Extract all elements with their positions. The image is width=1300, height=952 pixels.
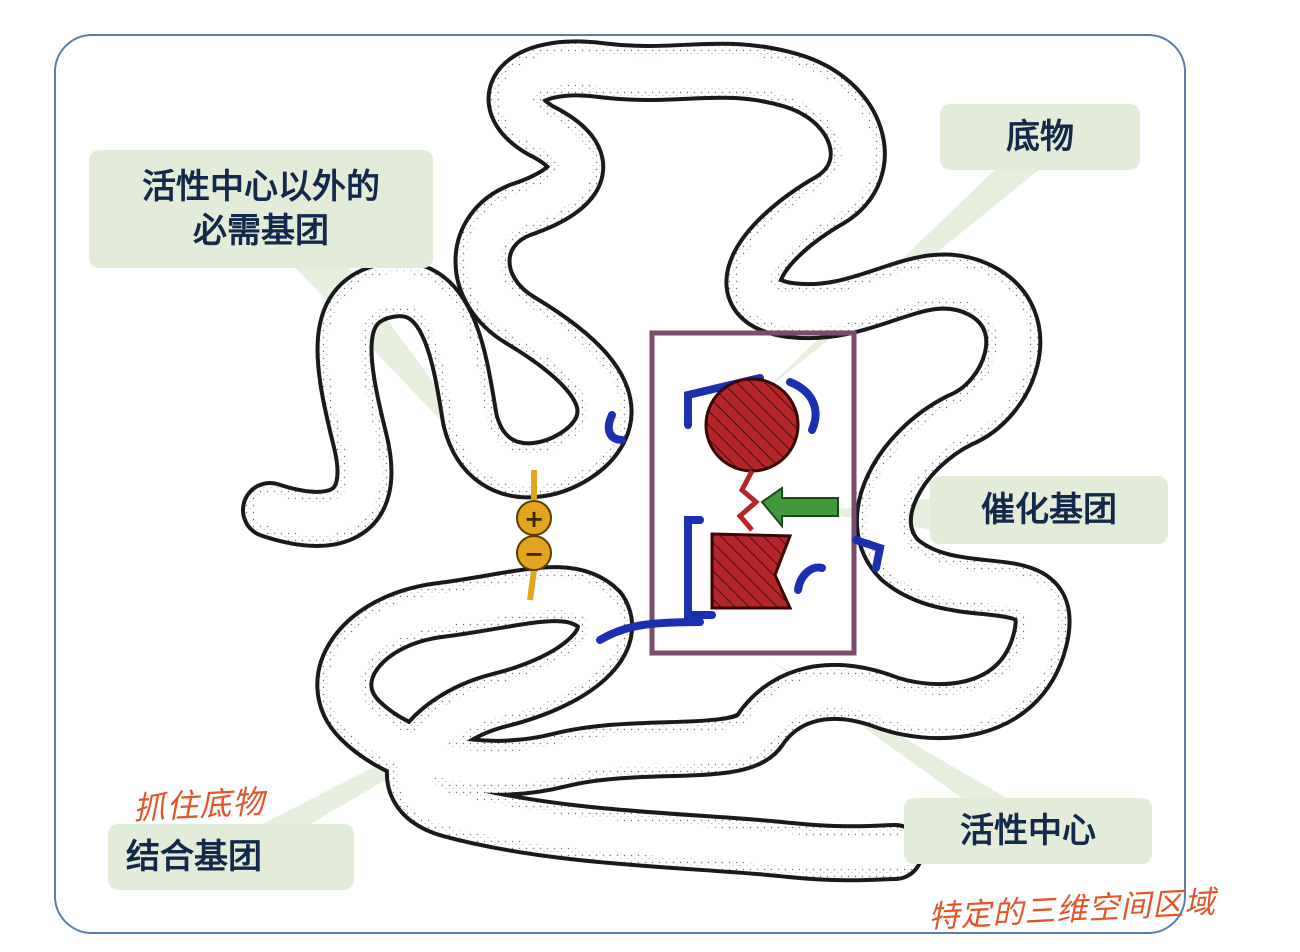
label-essential-line2: 必需基团 — [193, 211, 329, 251]
label-essential-line1: 活性中心以外的 — [142, 167, 380, 207]
substrate-circle — [704, 377, 800, 473]
negative-charge — [516, 535, 552, 571]
catalytic-arrow — [760, 486, 839, 529]
negative-symbol: − — [524, 540, 544, 568]
note-grab-substrate: 抓住底物 — [132, 782, 267, 828]
ionic-pair: + − — [516, 470, 552, 601]
binding-site-lines — [596, 374, 885, 644]
label-substrate: 底物 — [940, 104, 1140, 170]
label-catalytic-group: 催化基团 — [930, 476, 1168, 544]
substrate-bond — [736, 469, 760, 532]
label-active-center: 活性中心 — [904, 798, 1152, 864]
active-center-box — [649, 330, 857, 656]
positive-symbol: + — [524, 505, 544, 533]
label-binding-group: 结合基团 — [108, 824, 354, 890]
label-essential-groups: 活性中心以外的 必需基团 — [89, 150, 433, 268]
slide-frame — [54, 34, 1186, 934]
substrate-block — [710, 532, 793, 610]
protein-chain — [241, 39, 1072, 883]
